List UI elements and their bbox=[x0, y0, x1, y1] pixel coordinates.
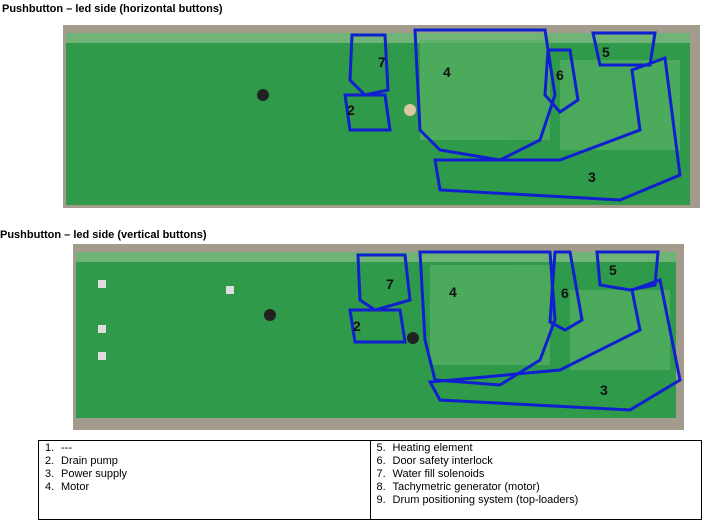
pcb-photo-horizontal: 7 2 4 6 5 3 bbox=[63, 25, 700, 208]
region-4 bbox=[413, 28, 557, 162]
legend-item: 1. --- bbox=[45, 442, 364, 455]
legend-text: Motor bbox=[61, 481, 90, 493]
region-6v bbox=[548, 250, 584, 332]
legend-number: 1. bbox=[45, 442, 55, 454]
legend-text: Power supply bbox=[61, 468, 128, 480]
label-7v: 7 bbox=[386, 276, 394, 292]
legend-text: Door safety interlock bbox=[392, 455, 493, 467]
region-7v bbox=[356, 253, 412, 312]
legend-item: 8. Tachymetric generator (motor) bbox=[377, 481, 696, 494]
legend-number: 8. bbox=[376, 481, 386, 493]
heading-horizontal: Pushbutton – led side (horizontal button… bbox=[2, 3, 223, 15]
legend-text: Water fill solenoids bbox=[392, 468, 485, 480]
legend-text: Tachymetric generator (motor) bbox=[392, 481, 540, 493]
legend-number: 4. bbox=[45, 481, 55, 493]
label-4v: 4 bbox=[449, 284, 457, 300]
label-2v: 2 bbox=[353, 318, 361, 334]
label-3v: 3 bbox=[600, 382, 608, 398]
legend-left: 1. --- 2. Drain pump 3. Power supply 4. Moto… bbox=[38, 440, 371, 520]
legend-item: 5. Heating element bbox=[377, 442, 696, 455]
legend-item: 6. Door safety interlock bbox=[377, 455, 696, 468]
label-7: 7 bbox=[378, 54, 386, 70]
legend-table: 1. --- 2. Drain pump 3. Power supply 4. Moto… bbox=[38, 440, 702, 520]
region-3 bbox=[433, 55, 682, 202]
region-2v bbox=[348, 308, 407, 344]
legend-item: 2. Drain pump bbox=[45, 455, 364, 468]
legend-text: Drum positioning system (top-loaders) bbox=[392, 494, 579, 506]
legend-item: 4. Motor bbox=[45, 481, 364, 494]
legend-number: 7. bbox=[376, 468, 386, 480]
legend-number: 9. bbox=[376, 494, 386, 506]
legend-item: 7. Water fill solenoids bbox=[377, 468, 696, 481]
legend-number: 5. bbox=[376, 442, 386, 454]
legend-number: 3. bbox=[45, 468, 55, 480]
label-6v: 6 bbox=[561, 285, 569, 301]
legend-number: 6. bbox=[376, 455, 386, 467]
region-7 bbox=[348, 33, 390, 97]
legend-text: --- bbox=[61, 442, 72, 454]
label-5: 5 bbox=[602, 44, 610, 60]
label-6: 6 bbox=[556, 67, 564, 83]
region-6 bbox=[543, 48, 580, 114]
label-3: 3 bbox=[588, 169, 596, 185]
pcb-photo-vertical: 7 2 4 6 5 3 bbox=[73, 244, 684, 430]
legend-number: 2. bbox=[45, 455, 55, 467]
region-3v bbox=[427, 278, 682, 412]
legend-item: 9. Drum positioning system (top-loaders) bbox=[377, 494, 696, 507]
legend-text: Drain pump bbox=[61, 455, 118, 467]
legend-right: 5. Heating element 6. Door safety interloc… bbox=[369, 440, 702, 520]
legend-text: Heating element bbox=[392, 442, 473, 454]
label-4: 4 bbox=[443, 64, 451, 80]
label-5v: 5 bbox=[609, 262, 617, 278]
label-2: 2 bbox=[347, 102, 355, 118]
heading-vertical: Pushbutton – led side (vertical buttons) bbox=[0, 229, 207, 241]
legend-item: 3. Power supply bbox=[45, 468, 364, 481]
region-2 bbox=[343, 93, 392, 132]
